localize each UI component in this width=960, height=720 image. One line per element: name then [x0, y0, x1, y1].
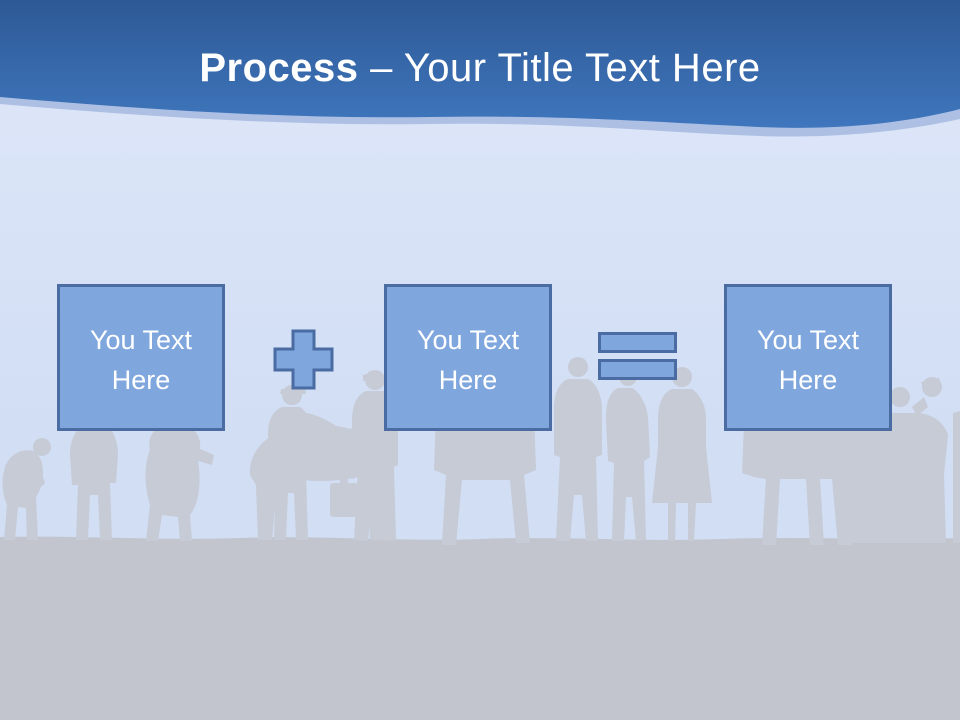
page-title[interactable]: Process – Your Title Text Here [0, 46, 960, 91]
plus-icon[interactable] [271, 327, 336, 392]
placeholder-box-2[interactable]: You Text Here [384, 284, 552, 431]
equals-bar-bottom [598, 359, 677, 380]
placeholder-box-3[interactable]: You Text Here [724, 284, 892, 431]
equals-bar-top [598, 332, 677, 353]
header-banner [0, 0, 960, 150]
title-rest: – Your Title Text Here [370, 46, 761, 90]
placeholder-box-1[interactable]: You Text Here [57, 284, 225, 431]
equals-icon[interactable] [598, 332, 677, 380]
placeholder-box-2-label: You Text Here [416, 324, 520, 395]
placeholder-box-1-label: You Text Here [89, 324, 193, 395]
header-wave [0, 0, 960, 137]
crowd-silhouette [0, 357, 960, 720]
placeholder-box-3-label: You Text Here [756, 324, 860, 395]
ground [0, 536, 960, 720]
wave-main [0, 0, 960, 128]
title-keyword: Process [199, 46, 359, 90]
